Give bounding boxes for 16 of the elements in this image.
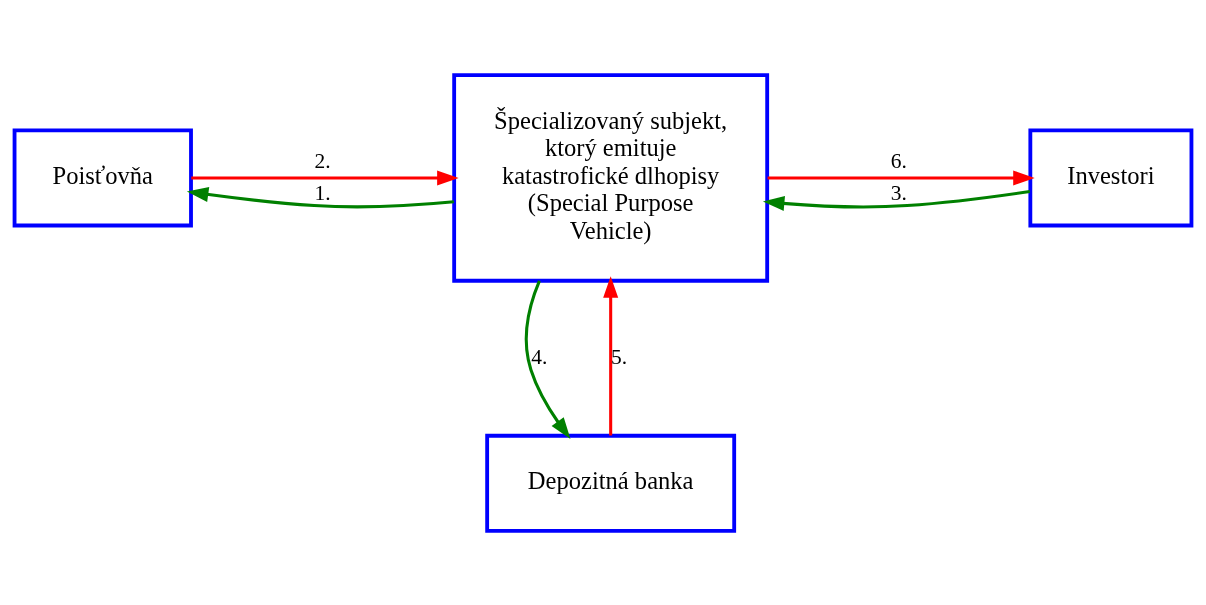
edge-label: 1. (314, 180, 331, 205)
edge-label: 5. (611, 344, 628, 369)
arrow (191, 169, 459, 185)
node-box: Špecializovaný subjekt, ktorý emituje katastrofické dlhopisy (Special Purpose Vehicle) (452, 72, 770, 283)
arrow (767, 169, 1035, 185)
node-box: Poisťovňa (12, 127, 193, 227)
edge-label: 4. (531, 344, 548, 369)
node-box: Investori (1028, 127, 1194, 227)
edge-label: 2. (314, 148, 331, 173)
arrow (762, 189, 1031, 211)
arrow (186, 186, 454, 208)
arrow (524, 279, 571, 439)
node-box: Depozitná banka (485, 433, 737, 533)
arrow (603, 275, 619, 435)
edge-label: 3. (890, 180, 907, 205)
edge-label: 6. (890, 148, 907, 173)
